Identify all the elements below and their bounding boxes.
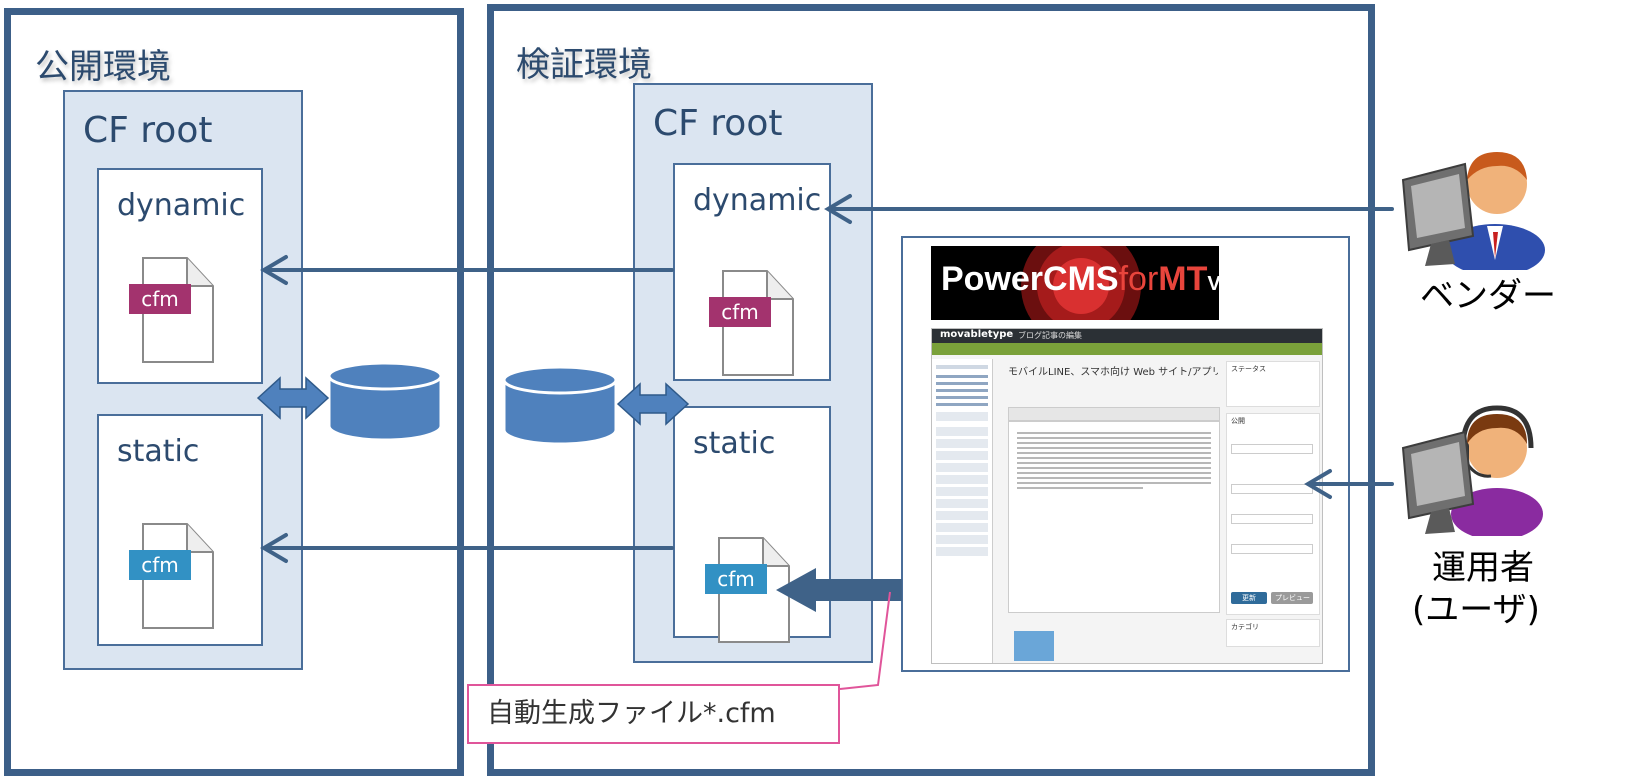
verify-dynamic-cfm-file-icon: cfm — [709, 269, 799, 379]
mt-publish-heading: 公開 — [1231, 417, 1245, 425]
operator-person-icon — [1395, 396, 1545, 540]
verify-static-label: static — [693, 426, 776, 461]
operator-to-cms-arrow — [1304, 469, 1394, 499]
mt-editor-body — [1008, 421, 1220, 613]
public-static-folder: static cfm — [97, 414, 263, 646]
verify-static-folder: static cfm — [673, 406, 831, 643]
cms-generate-static-arrow — [776, 568, 902, 612]
dynamic-deploy-arrow — [260, 255, 674, 285]
public-dynamic-file-tag: cfm — [129, 284, 191, 314]
callout-pointer-line — [839, 591, 891, 690]
public-dynamic-cfm-file-icon: cfm — [129, 256, 219, 366]
public-dynamic-label: dynamic — [117, 188, 246, 223]
verify-database-icon — [500, 364, 620, 452]
logo-for: for — [1118, 260, 1159, 298]
public-static-cfm-file-icon: cfm — [129, 522, 219, 632]
mt-entry-title: モバイルLINE、スマホ向け Web サイト/アプリ' — [1008, 367, 1218, 378]
mt-save-button[interactable]: 更新 — [1231, 592, 1267, 604]
operator-label-line1: 運用者 — [1432, 548, 1534, 588]
mt-header-title: ブログ記事の編集 — [1018, 331, 1082, 340]
verify-static-file-tag: cfm — [705, 564, 767, 594]
mt-preview-button[interactable]: プレビュー — [1271, 592, 1313, 604]
verify-static-cfm-file-icon: cfm — [705, 536, 795, 646]
mt-header-bar: movabletype ブログ記事の編集 — [932, 329, 1322, 343]
public-database-icon — [325, 360, 445, 448]
mt-preview-button-label: プレビュー — [1275, 594, 1310, 602]
mt-category-panel: カテゴリ — [1226, 619, 1320, 647]
operator-label-line2: (ユーザ) — [1412, 590, 1540, 630]
verification-environment-title: 検証環境 — [516, 45, 652, 85]
verify-cf-root-label: CF root — [653, 103, 783, 144]
logo-mt: MT — [1158, 260, 1208, 298]
powercms-logo-text: PowerCMSforMTVer.3 — [941, 260, 1219, 299]
public-environment-title: 公開環境 — [35, 47, 171, 87]
mt-left-nav — [932, 359, 993, 663]
movabletype-editor-screenshot: movabletype ブログ記事の編集 モバイルLINE、スマホ向け Web … — [931, 328, 1323, 664]
public-dynamic-folder: dynamic cfm — [97, 168, 263, 384]
public-static-label: static — [117, 434, 200, 469]
mt-editor-toolbar — [1008, 407, 1220, 421]
mt-save-button-label: 更新 — [1242, 594, 1256, 602]
logo-power: PowerCMS — [941, 260, 1119, 298]
verify-dynamic-folder: dynamic cfm — [673, 163, 831, 381]
public-cf-root-label: CF root — [83, 110, 213, 151]
public-db-double-arrow — [256, 376, 330, 420]
static-deploy-arrow — [260, 533, 674, 563]
verify-dynamic-label: dynamic — [693, 183, 822, 218]
verify-dynamic-file-tag: cfm — [709, 297, 771, 327]
vendor-person-icon — [1395, 140, 1545, 276]
mt-subheader-bar — [932, 343, 1322, 355]
verify-db-double-arrow — [616, 382, 690, 426]
vendor-label: ベンダー — [1420, 276, 1556, 316]
powercms-logo: PowerCMSforMTVer.3 — [931, 246, 1219, 320]
mt-thumbnail — [1014, 631, 1054, 661]
auto-generated-files-callout: 自動生成ファイル*.cfm — [467, 684, 840, 744]
public-static-file-tag: cfm — [129, 550, 191, 580]
mt-publish-panel: 公開 更新 プレビュー — [1226, 413, 1320, 615]
mt-brand: movabletype — [940, 329, 1014, 340]
vendor-to-dynamic-arrow — [824, 194, 1394, 224]
logo-ver: Ver.3 — [1207, 273, 1219, 295]
mt-category-heading: カテゴリ — [1231, 623, 1259, 631]
mt-status-panel: ステータス — [1226, 361, 1320, 407]
mt-status-heading: ステータス — [1231, 365, 1266, 373]
